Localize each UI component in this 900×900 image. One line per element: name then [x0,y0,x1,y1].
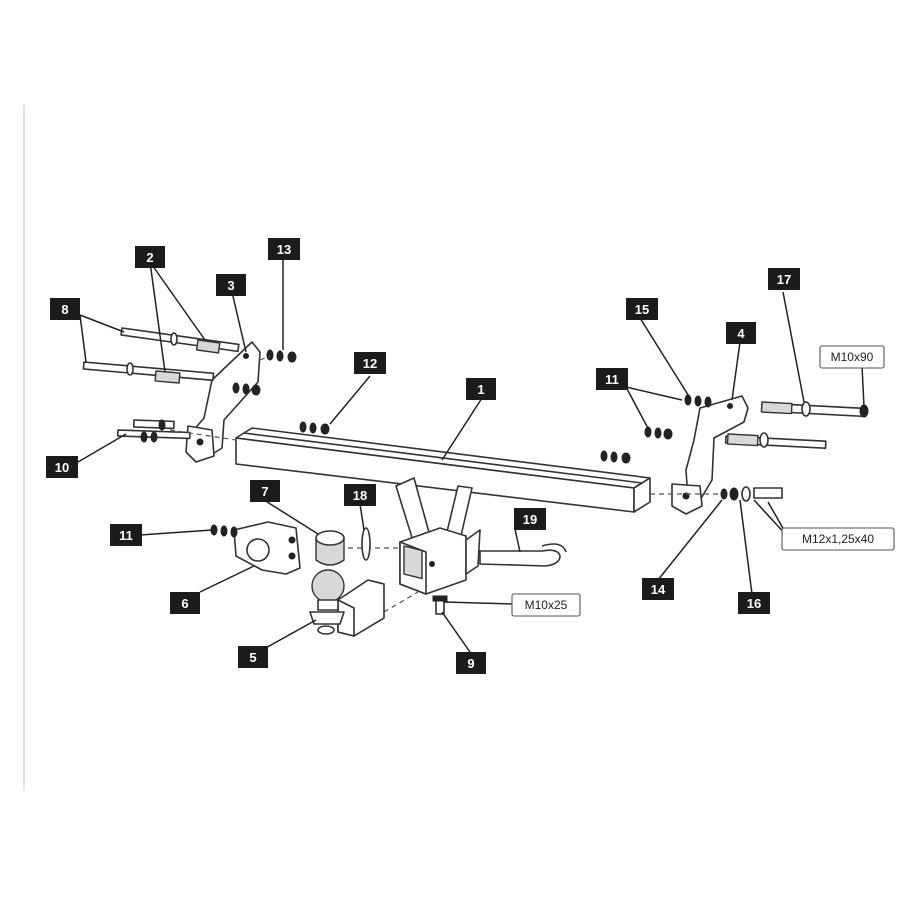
callout-3: 3 [216,274,246,296]
svg-text:12: 12 [363,356,377,371]
callout-13: 13 [268,238,300,260]
svg-text:4: 4 [737,326,745,341]
callout-18: 18 [344,484,376,506]
callout-19: 19 [514,508,546,530]
callout-10: 10 [46,456,78,478]
assembly-dash-lines [169,355,419,613]
svg-text:6: 6 [181,596,188,611]
svg-text:19: 19 [523,512,537,527]
pin-part-19 [479,543,567,567]
spec-label-m12x1-25x40: M12x1,25x40 [781,527,895,551]
svg-text:M10x90: M10x90 [831,350,874,364]
callout-5: 5 [238,646,268,668]
nuts-part-12 [299,421,631,464]
svg-text:15: 15 [635,302,649,317]
spec-label-m10x90: M10x90 [819,345,885,369]
callout-14: 14 [642,578,674,600]
right-bracket-part-4 [671,395,749,515]
svg-text:10: 10 [55,460,69,475]
socket-bracket-part-6 [210,521,301,575]
svg-text:2: 2 [146,250,153,265]
cap-part-7 [315,530,345,566]
bolt-part-9 [432,595,448,615]
callout-2: 2 [135,246,165,268]
bolt-parts-14-16 [650,486,783,502]
svg-text:7: 7 [261,484,268,499]
callout-17: 17 [768,268,800,290]
svg-text:11: 11 [605,372,619,387]
svg-text:5: 5 [249,650,256,665]
callout-6: 6 [170,592,200,614]
svg-text:13: 13 [277,242,291,257]
svg-text:M10x25: M10x25 [525,598,568,612]
callout-12: 12 [354,352,386,374]
bolt-part-10 [116,419,191,443]
callout-7: 7 [250,480,280,502]
svg-text:17: 17 [777,272,791,287]
cross-beam-part-1 [235,427,651,513]
long-bolt-part-8 [82,327,240,384]
callout-8: 8 [50,298,80,320]
svg-text:9: 9 [467,656,474,671]
left-bracket-part-3 [185,341,261,463]
callout-11-right: 11 [596,368,628,390]
callout-1: 1 [466,378,496,400]
callout-11-left: 11 [110,524,142,546]
right-bolts-part-17 [724,401,869,450]
svg-text:M12x1,25x40: M12x1,25x40 [802,532,874,546]
callout-15: 15 [626,298,658,320]
svg-text:14: 14 [651,582,666,597]
nuts-part-13 [232,349,297,396]
callout-4: 4 [726,322,756,344]
spec-label-m10x25: M10x25 [511,593,581,617]
tow-ball-part-5 [309,569,385,637]
washer-part-18 [361,527,371,561]
receiver-hitch [395,477,481,595]
svg-text:1: 1 [477,382,484,397]
svg-text:18: 18 [353,488,367,503]
svg-text:11: 11 [119,528,133,543]
leader-lines [77,260,865,653]
callout-16: 16 [738,592,770,614]
svg-text:3: 3 [227,278,234,293]
svg-text:16: 16 [747,596,761,611]
callout-9: 9 [456,652,486,674]
svg-text:8: 8 [61,302,68,317]
